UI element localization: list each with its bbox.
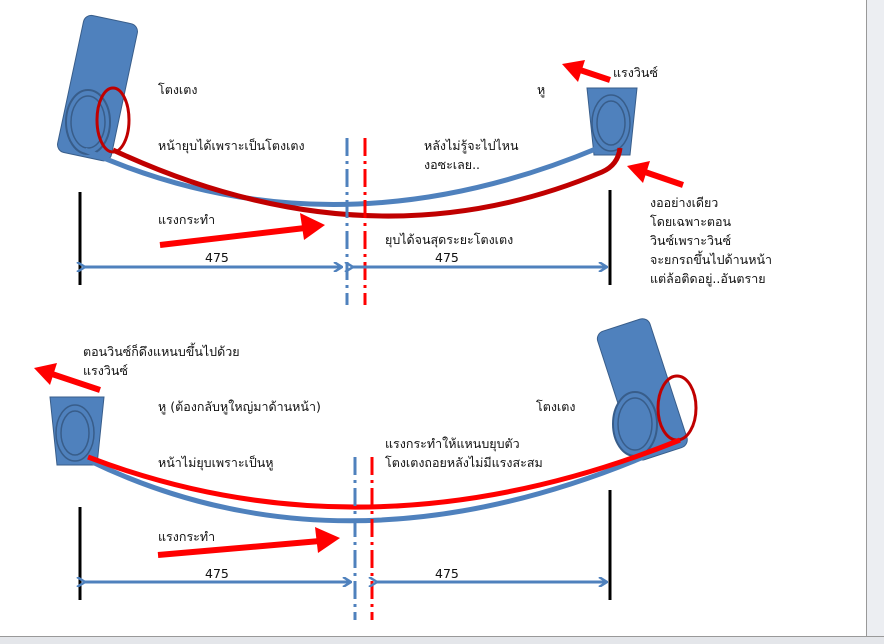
bottom-shackle [596, 318, 698, 461]
note-line: งอซะเลย.. [424, 157, 481, 172]
bottom-status-bar [0, 636, 884, 644]
top-winch-label: แรงวินซ์ [613, 65, 658, 80]
note-line: แรงกระทำให้แหนบยุบตัว [385, 436, 520, 451]
bottom-dim-right: 475 [435, 566, 459, 581]
top-compress-note: ยุบได้จนสุดระยะโตงเตง [385, 232, 514, 247]
top-shackle-label: โตงเตง [158, 82, 198, 97]
note-line: วินซ์เพราะวินซ์ [650, 233, 732, 248]
bottom-shackle-label: โตงเตง [536, 399, 576, 414]
top-rear-note: หลังไม่รู้จะไปไหน งอซะเลย.. [424, 136, 519, 174]
bottom-compress-note: แรงกระทำให้แหนบยุบตัว โตงเตงถอยหลังไม่มี… [385, 434, 543, 472]
bottom-spring-red [87, 437, 681, 510]
bottom-dim-left: 475 [205, 566, 229, 581]
vertical-scrollbar[interactable] [866, 0, 884, 644]
note-line: แรงวินซ์ [83, 363, 128, 378]
bottom-force-label: แรงกระทำ [158, 529, 216, 544]
note-line: โตงเตงถอยหลังไม่มีแรงสะสม [385, 455, 543, 470]
bottom-hanger-label: หู (ต้องกลับหูใหญ่มาด้านหน้า) [158, 399, 321, 414]
bottom-hanger [49, 396, 105, 466]
note-line: จะยกรถขึ้นไปด้านหน้า [650, 252, 773, 267]
note-line: แต่ล้อติดอยู่..อันตราย [650, 271, 766, 286]
top-front-note: หน้ายุบได้เพราะเป็นโตงเตง [158, 138, 305, 153]
top-hanger [586, 87, 638, 156]
bottom-red-arrows [34, 363, 340, 558]
top-dim-left: 475 [205, 250, 229, 265]
top-force-label: แรงกระทำ [158, 212, 216, 227]
bottom-winch-note: ตอนวินซ์ก็ดึงแหนบขึ้นไปด้วย แรงวินซ์ [83, 342, 240, 380]
top-warning-note: งออย่างเดียว โดยเฉพาะตอน วินซ์เพราะวินซ์… [650, 193, 772, 288]
bottom-spring-blue [86, 439, 680, 524]
top-dim-right: 475 [435, 250, 459, 265]
top-spring-blue [83, 145, 599, 207]
note-line: โดยเฉพาะตอน [650, 214, 732, 229]
top-red-arrows [159, 60, 684, 248]
note-line: ตอนวินซ์ก็ดึงแหนบขึ้นไปด้วย [83, 344, 240, 359]
bottom-front-note: หน้าไม่ยุบเพราะเป็นหู [158, 455, 274, 470]
note-line: งออย่างเดียว [650, 195, 719, 210]
top-hanger-label: หู [537, 82, 546, 97]
top-spring-red [111, 147, 623, 219]
top-shackle [57, 14, 138, 162]
note-line: หลังไม่รู้จะไปไหน [424, 138, 519, 153]
